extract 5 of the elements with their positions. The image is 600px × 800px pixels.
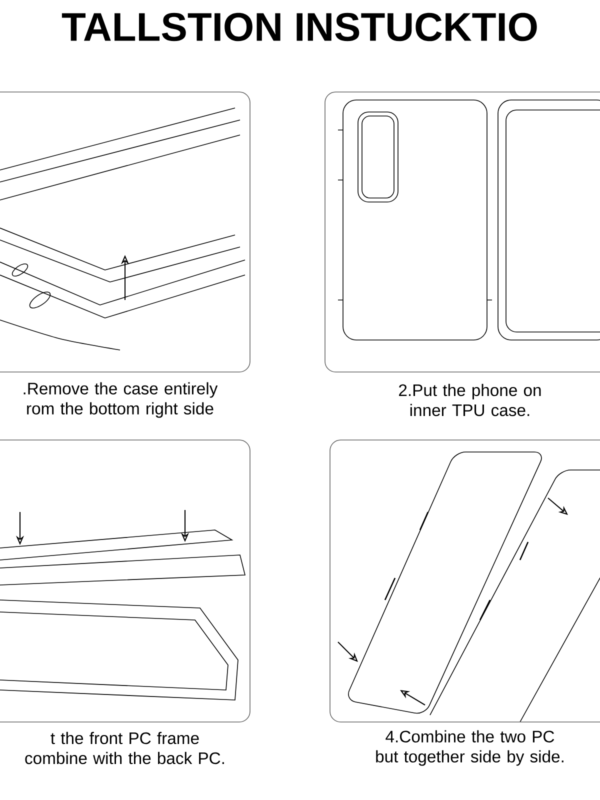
step-caption: 4.Combine the two PC but together side by side. [376, 730, 564, 766]
title: TALLSTION INSTUCKTIO [62, 12, 537, 42]
step-caption: .Remove the case entirely rom the bottom right side [24, 382, 218, 418]
step-caption: 2.Put the phone on inner TPU case. [399, 384, 541, 416]
step-caption: t the front PC frame combine with the back PC. [25, 732, 224, 764]
